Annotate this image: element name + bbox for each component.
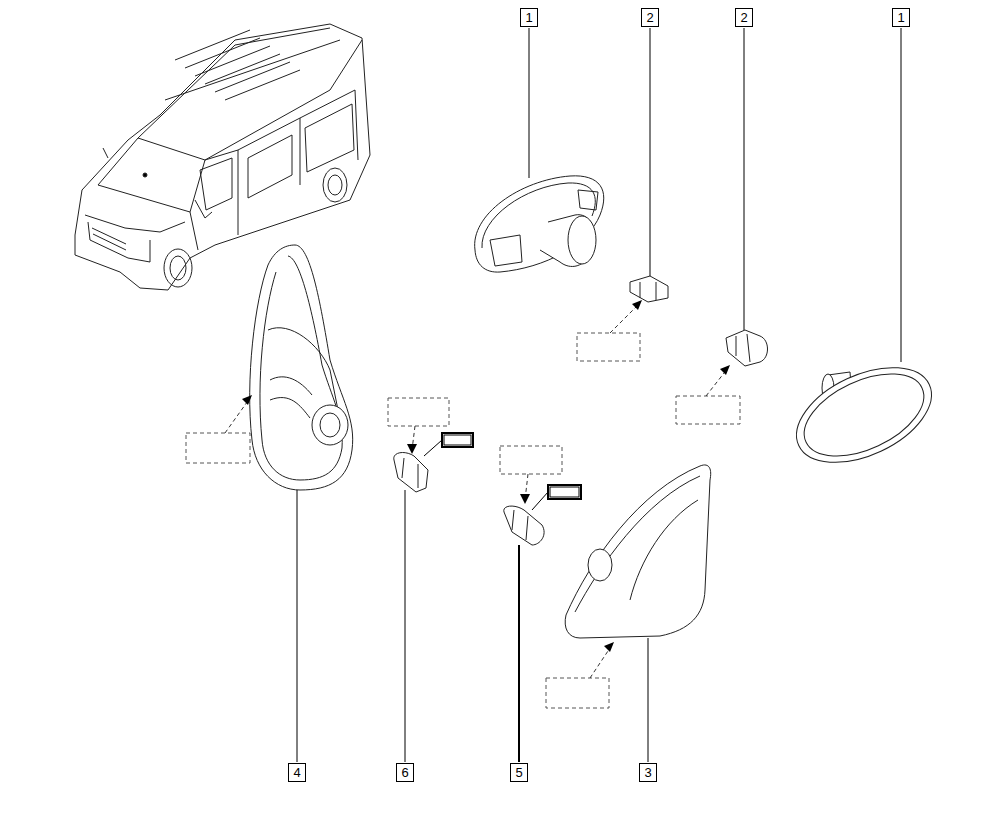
symbol-box [424, 433, 581, 510]
arrow-head [242, 300, 730, 652]
callout-number: 5 [510, 763, 528, 782]
callout-number: 2 [641, 8, 659, 27]
callout-number: 4 [288, 763, 306, 782]
side-lamp-lens [782, 348, 946, 481]
front-lamp [565, 465, 711, 638]
rear-lamp-housing [250, 245, 353, 490]
side-lamp-housing [475, 176, 604, 272]
bulb [394, 453, 544, 545]
callout-number: 6 [396, 763, 414, 782]
callout-number: 3 [639, 763, 657, 782]
callout-number: 1 [520, 8, 538, 27]
van-illustration [75, 24, 370, 290]
callout-number: 1 [892, 8, 910, 27]
bulb [630, 276, 768, 366]
reference-box [186, 333, 740, 708]
callout-number: 2 [735, 8, 753, 27]
reference-arrow [225, 303, 728, 678]
leader-line [297, 28, 901, 762]
